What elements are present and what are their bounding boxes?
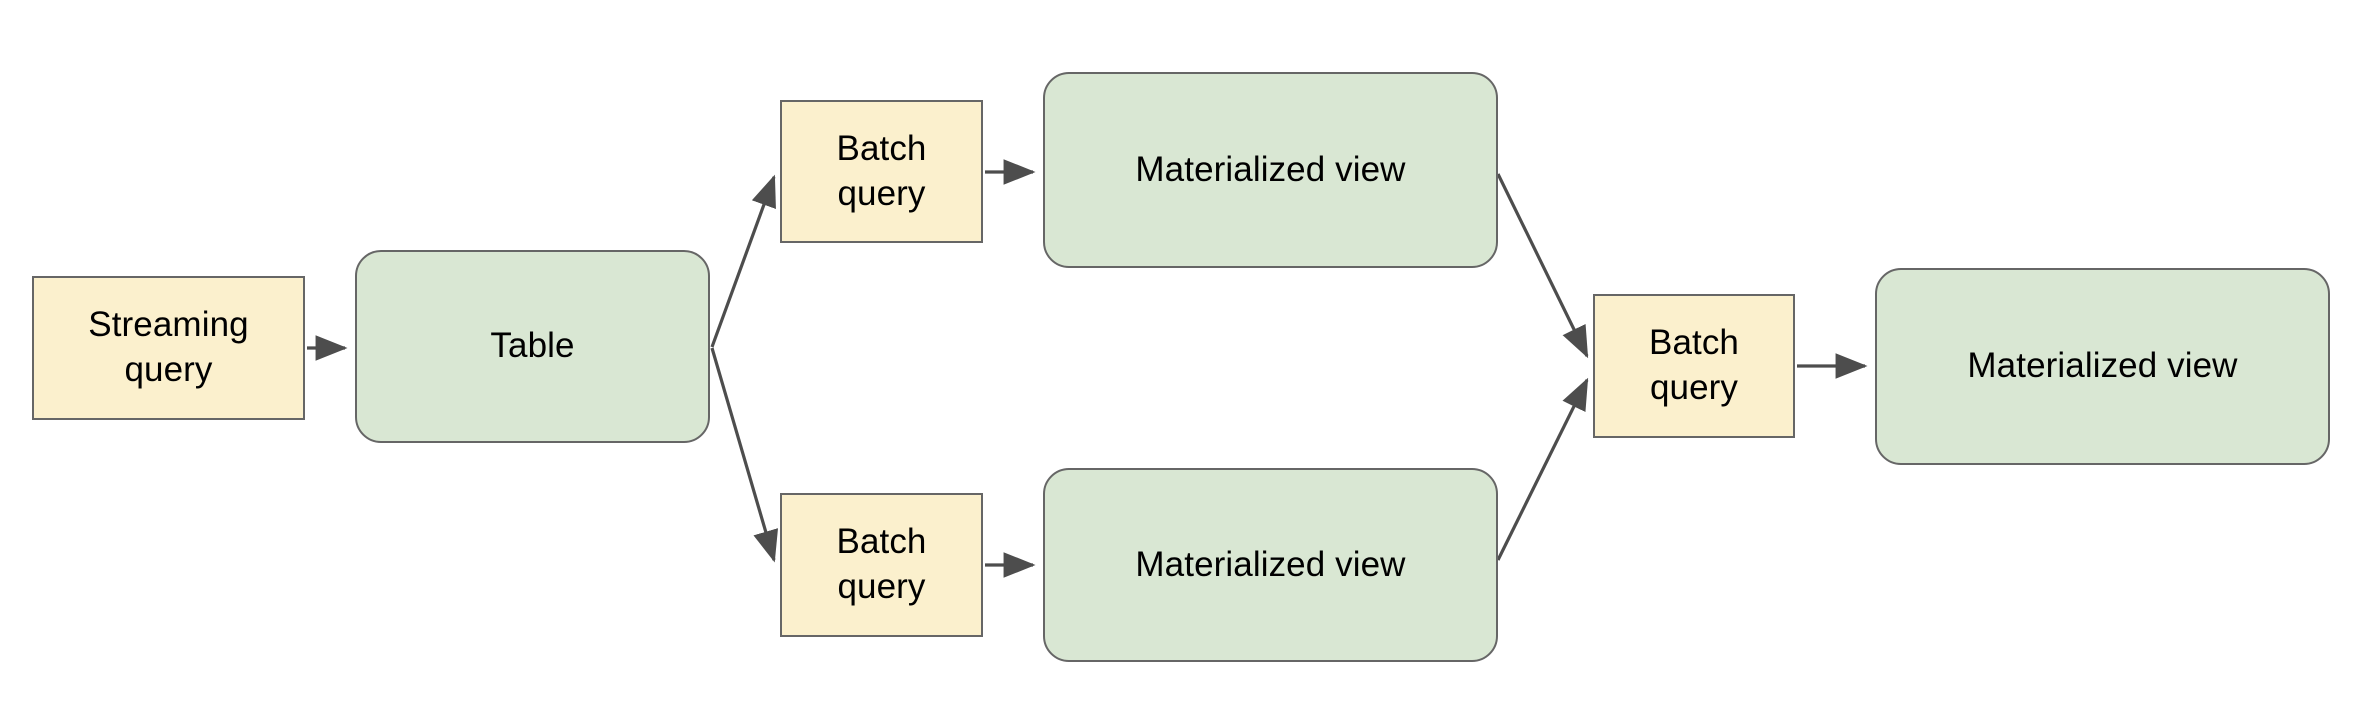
node-label-batch-query-bottom: Batch query	[836, 522, 927, 606]
edge-table-to-batch-top	[710, 174, 776, 348]
edge-mv-bot-to-batch-final	[1496, 377, 1589, 561]
node-materialized-view-final[interactable]: Materialized view	[1875, 268, 2330, 465]
node-materialized-view-top[interactable]: Materialized view	[1043, 72, 1498, 268]
edge-table-to-batch-bottom	[710, 347, 779, 563]
node-streaming-query[interactable]: Streaming query	[32, 276, 305, 420]
edge-mv-top-to-batch-final	[1496, 173, 1589, 359]
node-batch-query-top[interactable]: Batch query	[780, 100, 983, 243]
node-batch-query-final[interactable]: Batch query	[1593, 294, 1795, 438]
node-label-materialized-view-bottom: Materialized view	[1135, 544, 1406, 584]
node-label-materialized-view-top: Materialized view	[1135, 149, 1406, 189]
node-table[interactable]: Table	[355, 250, 710, 443]
node-label-batch-query-top: Batch query	[836, 128, 927, 213]
node-batch-query-bottom[interactable]: Batch query	[780, 493, 983, 637]
node-label-materialized-view-final: Materialized view	[1967, 346, 2238, 386]
node-label-streaming-query: Streaming query	[88, 305, 249, 389]
node-materialized-view-bottom[interactable]: Materialized view	[1043, 468, 1498, 662]
node-label-batch-query-final: Batch query	[1649, 323, 1739, 407]
node-label-table: Table	[490, 326, 575, 366]
